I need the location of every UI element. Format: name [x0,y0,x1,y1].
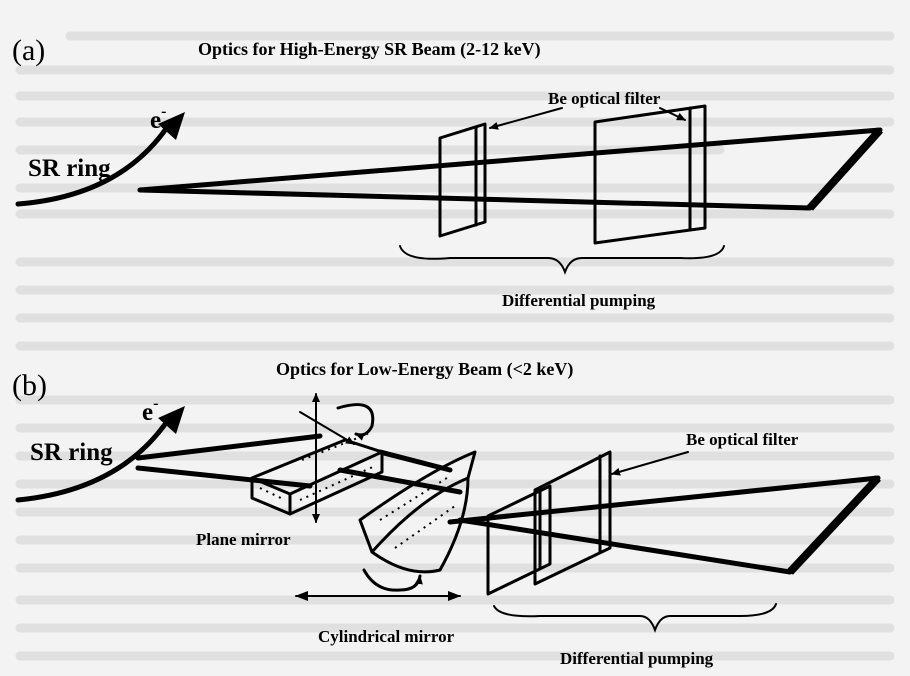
electron-arrow-b [158,406,185,434]
filter-pointer-a2 [659,107,686,121]
filter-label-a: Be optical filter [548,89,661,108]
plane-mirror-label: Plane mirror [196,530,291,549]
filter-pointer-a1 [489,107,563,130]
beam-end-b [787,475,881,575]
filter-pointer-b [611,451,689,476]
be-filter-b1 [486,484,552,596]
plane-mirror-tilt-axis [299,411,355,445]
cylindrical-mirror [358,450,477,574]
plane-mirror-rotation-arrow [336,403,375,441]
beam-end-a [807,127,883,211]
panel-b-title: Optics for Low-Energy Beam (<2 keV) [276,359,573,380]
be-filter-b2 [533,450,612,586]
panel-a-title: Optics for High-Energy SR Beam (2-12 keV… [198,39,541,60]
sr-ring-label-b: SR ring [30,439,113,466]
pumping-label-b: Differential pumping [560,649,714,668]
sr-ring-arc-b [15,417,171,503]
beam-mid-b [337,449,463,495]
cylindrical-mirror-label: Cylindrical mirror [318,627,455,646]
panel-b-tag: (b) [12,369,47,402]
panel-b: (b) Optics for Low-Energy Beam (<2 keV) … [12,359,881,668]
filter-label-b: Be optical filter [686,430,799,449]
be-filter-a1 [438,122,487,238]
pumping-label-a: Differential pumping [502,291,656,310]
sr-ring-arc-a [15,123,171,207]
electron-arrow-a [158,112,185,140]
panel-a-tag: (a) [12,34,45,67]
pumping-brace-a [399,245,725,275]
pumping-brace-b [493,603,777,633]
electron-label-b: e- [142,395,158,426]
beam-in-b [135,433,323,489]
sr-ring-label-a: SR ring [28,155,111,182]
electron-label-a: e- [150,103,166,134]
panel-a: (a) Optics for High-Energy SR Beam (2-12… [12,34,883,310]
cylindrical-mirror-rotation-arrow [362,568,423,592]
